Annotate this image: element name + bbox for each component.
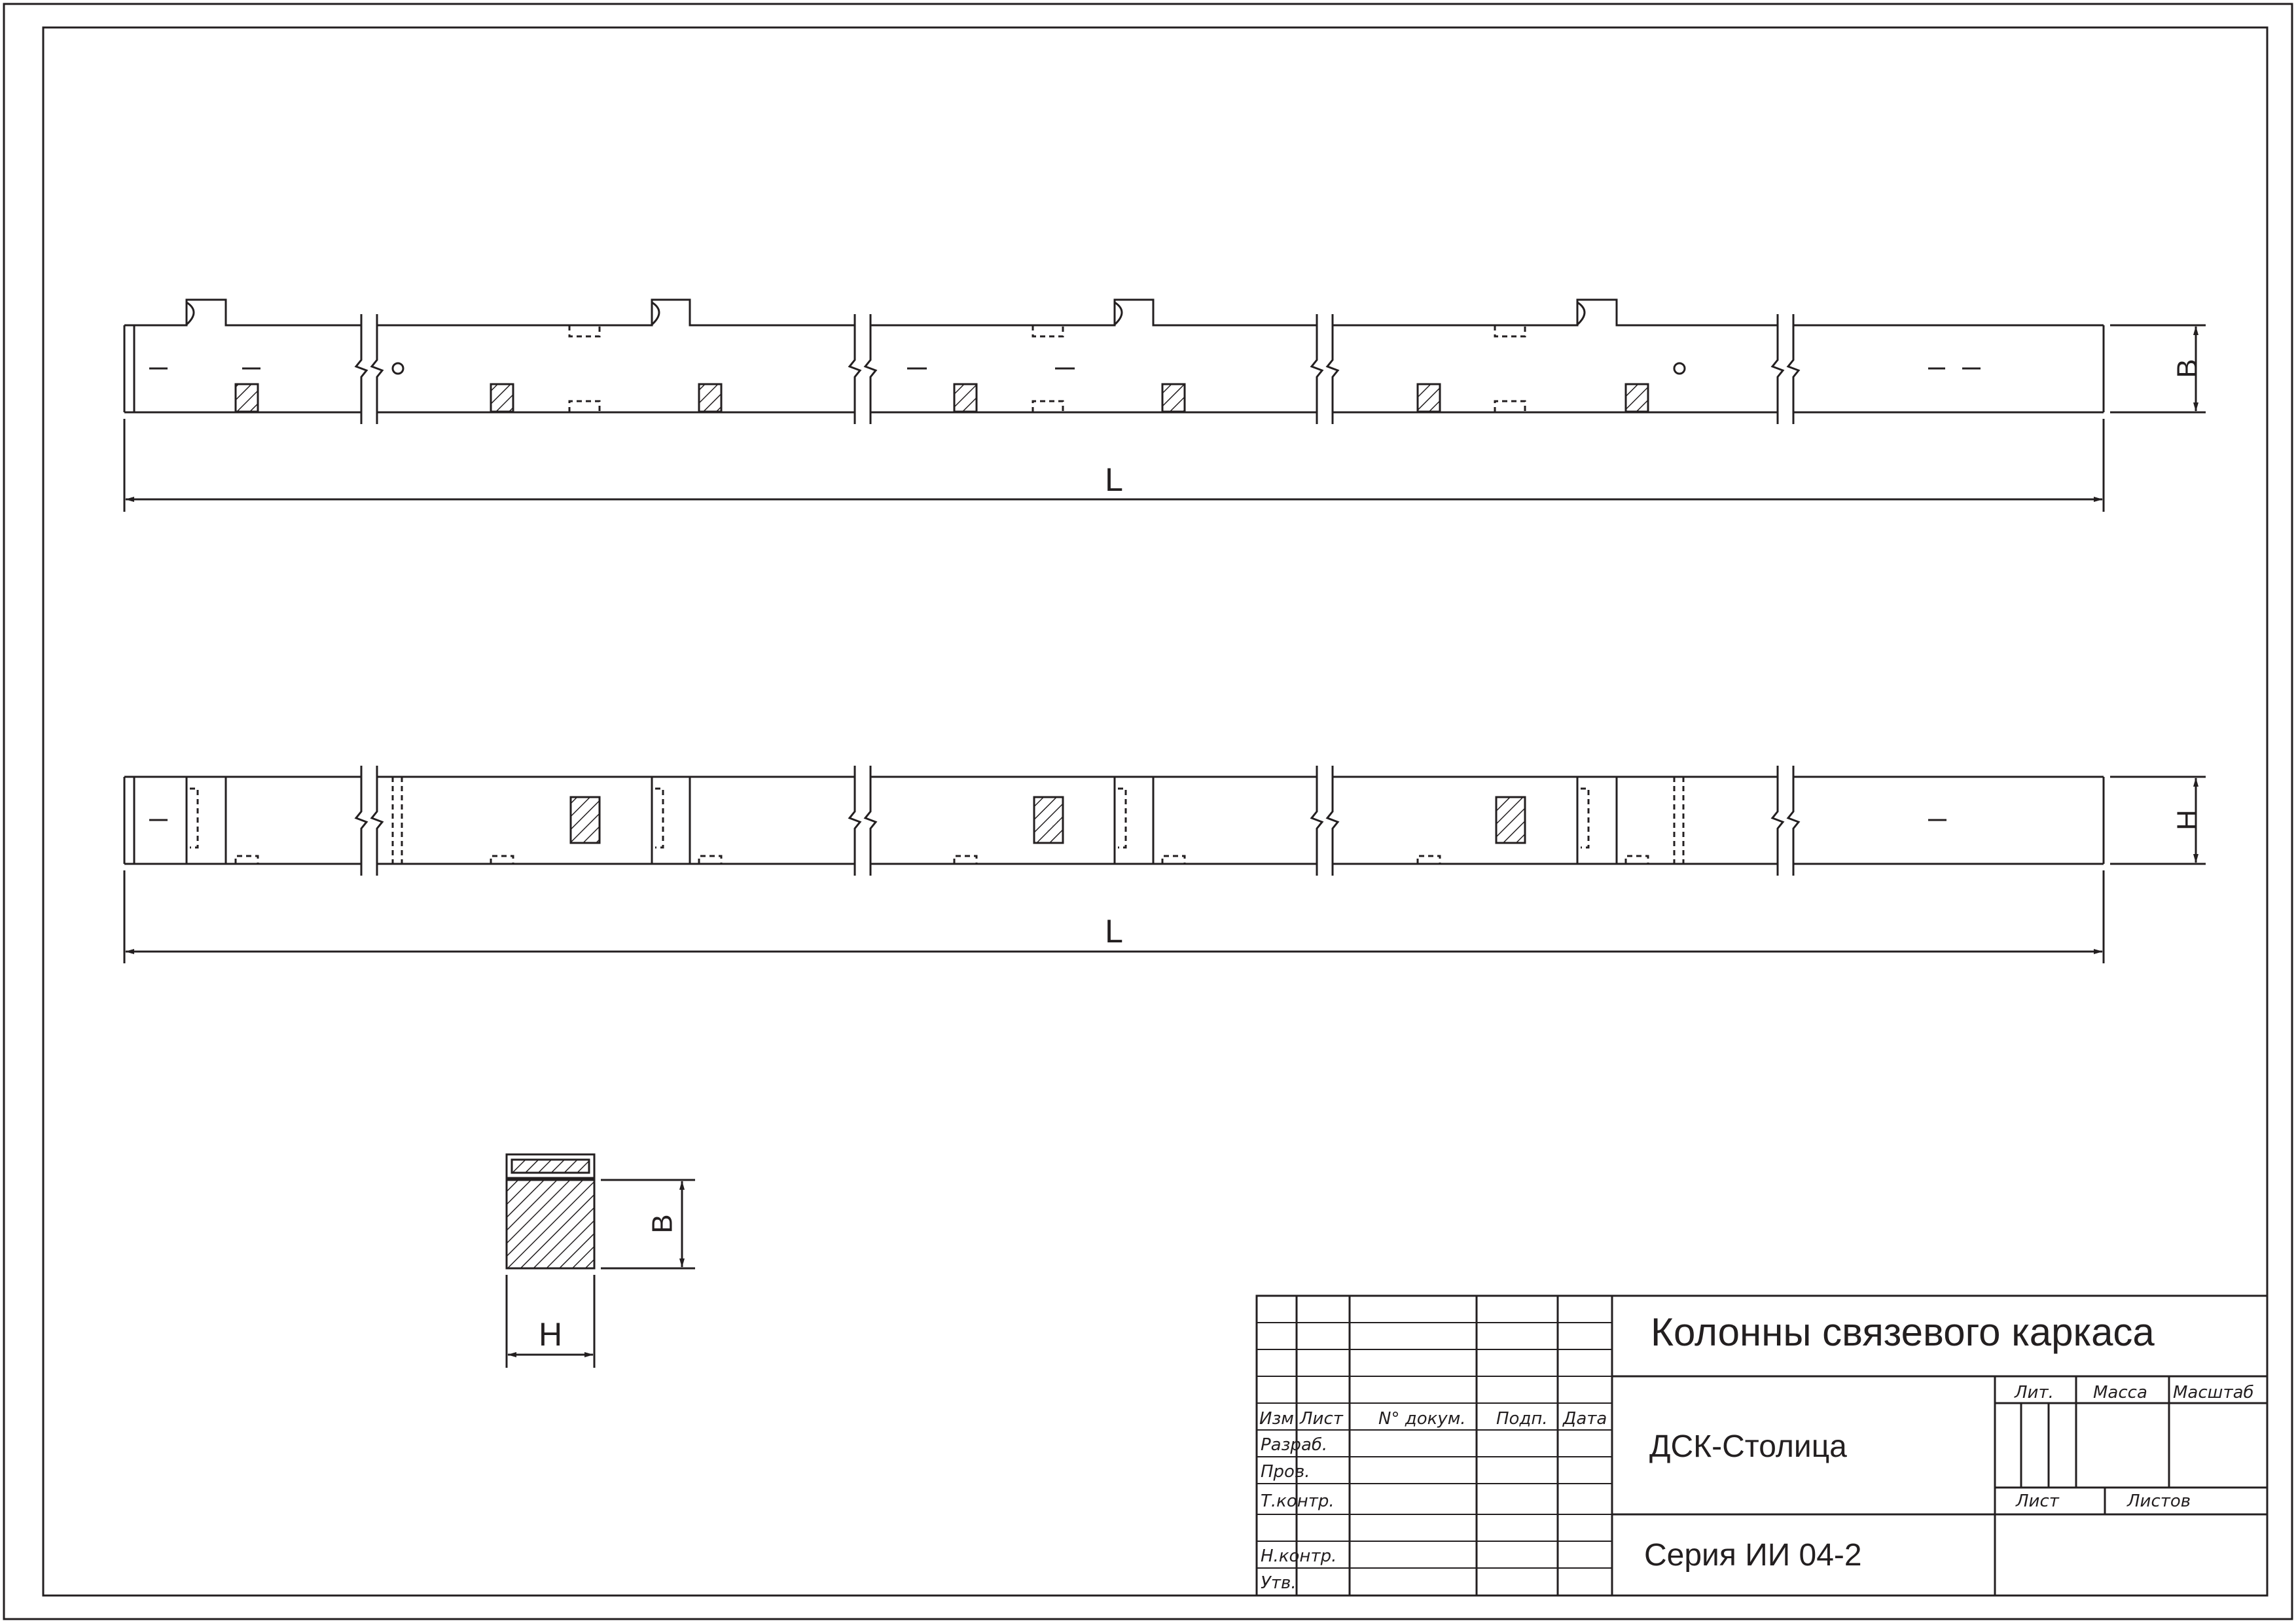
header-data: Дата [1562, 1409, 1607, 1429]
inner-frame [42, 26, 2269, 1597]
role-tkontr: Т.контр. [1261, 1491, 1335, 1511]
section-body [505, 1179, 596, 1270]
console-arc-4 [1576, 301, 1586, 326]
side-view-height-label: H [2172, 810, 2204, 830]
break-line-icon [354, 314, 1801, 424]
header-masshtab: Масштаб [2173, 1383, 2254, 1402]
console-outlines [185, 777, 1618, 864]
title-block [1255, 1294, 2269, 1597]
header-izm: Изм [1259, 1409, 1294, 1429]
console-arc-3 [1113, 301, 1123, 326]
role-nkontr: Н.контр. [1261, 1546, 1336, 1566]
header-massa: Масса [2093, 1383, 2147, 1402]
embedded-plates [234, 383, 1649, 413]
column-top-view [123, 298, 2206, 512]
series-number: Серия ИИ 04-2 [1644, 1538, 1862, 1573]
column-side-view [123, 766, 2206, 963]
break-line-icon [354, 766, 1801, 876]
side-view-length-label: L [1105, 913, 1123, 950]
top-view-top-edge [124, 298, 2104, 327]
header-list: Лист [1299, 1409, 1344, 1429]
role-utv: Утв. [1261, 1573, 1297, 1593]
header-listov: Листов [2126, 1491, 2191, 1511]
header-n-dokum: N° докум. [1378, 1409, 1466, 1429]
embedded-plates [569, 796, 1526, 844]
hole-1 [391, 362, 404, 375]
section-top-plate [511, 1158, 590, 1174]
hidden-parts [568, 325, 1526, 412]
organization-name: ДСК-Столица [1649, 1429, 1847, 1464]
header-lit: Лит. [2014, 1383, 2054, 1402]
section-width-label: B [647, 1214, 679, 1233]
console-arc-2 [651, 301, 660, 326]
top-view-length-label: L [1105, 461, 1123, 498]
hidden-parts [190, 777, 1685, 864]
header-podp: Подп. [1496, 1409, 1548, 1429]
top-view-width-label: B [2172, 359, 2204, 378]
hole-2 [1673, 362, 1686, 375]
section-height-label: H [539, 1316, 562, 1353]
column-cross-section [505, 1153, 695, 1368]
outer-frame [3, 3, 2293, 1620]
drawing-title: Колонны связевого каркаса [1651, 1310, 2155, 1354]
console-arc-1 [185, 301, 195, 326]
role-prov: Пров. [1261, 1462, 1310, 1482]
role-razrab: Разраб. [1261, 1435, 1327, 1455]
header-list-sheet: Лист [2015, 1491, 2060, 1511]
